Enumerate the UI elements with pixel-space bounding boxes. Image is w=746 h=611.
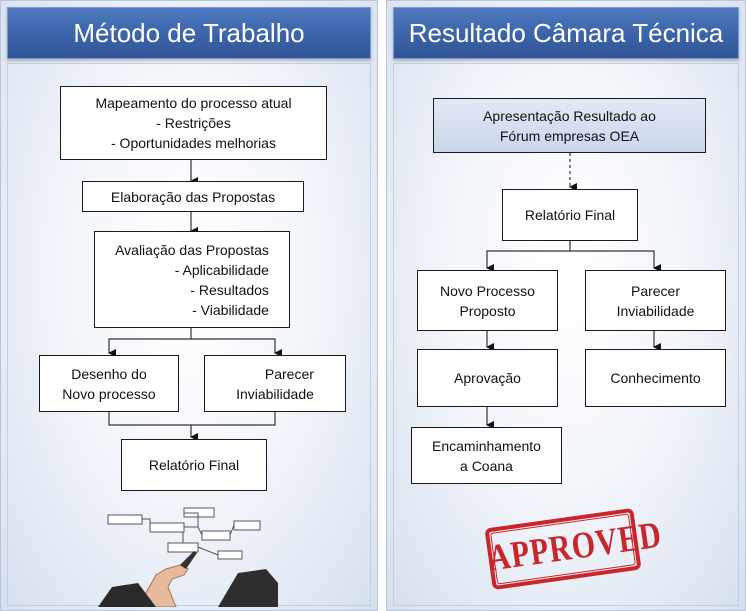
desenho-box: Desenho do Novo processo [39,355,179,412]
right-relatorio-box: Relatório Final [502,189,638,241]
apresentacao-box: Apresentação Resultado ao Fórum empresas… [433,98,706,153]
avaliacao-line1: Avaliação das Propostas [115,241,269,258]
novo-processo-box: Novo Processo Proposto [417,270,558,331]
left-parecer-line1: Parecer [264,365,314,382]
encaminhamento-line2: a Coana [460,457,513,474]
right-panel-title: Resultado Câmara Técnica [393,7,739,59]
encaminhamento-box: Encaminhamento a Coana [411,427,562,484]
novo-processo-line1: Novo Processo [440,282,535,299]
mapeamento-line3: - Oportunidades melhorias [111,135,276,151]
right-panel-frame [393,63,739,606]
right-relatorio-label: Relatório Final [524,207,616,223]
novo-processo-line2: Proposto [459,302,516,319]
left-parecer-line2: Inviabilidade [236,385,314,402]
left-relatorio-box: Relatório Final [121,439,267,491]
left-parecer-box: Parecer Inviabilidade [204,355,346,412]
right-parecer-box: Parecer Inviabilidade [585,270,726,331]
right-parecer-line2: Inviabilidade [616,302,695,319]
apresentacao-line1: Apresentação Resultado ao [483,107,656,124]
mapeamento-box: Mapeamento do processo atual - Restriçõe… [60,86,327,160]
left-panel-title: Método de Trabalho [7,7,371,59]
right-parecer-line1: Parecer [630,282,681,299]
desenho-line2: Novo processo [62,385,156,402]
avaliacao-box: Avaliação das Propostas - Aplicabilidade… [94,231,290,328]
elaboracao-label: Elaboração das Propostas [110,188,276,205]
conhecimento-box: Conhecimento [585,349,726,407]
mapeamento-line1: Mapeamento do processo atual [95,95,292,111]
avaliacao-line2: - Aplicabilidade [174,261,269,278]
desenho-line1: Desenho do [71,365,147,382]
hand-drawing-flowchart-icon [98,507,278,607]
elaboracao-box: Elaboração das Propostas [82,181,304,212]
aprovacao-label: Aprovação [454,370,521,386]
aprovacao-box: Aprovação [417,349,558,407]
encaminhamento-line1: Encaminhamento [432,437,541,454]
conhecimento-label: Conhecimento [610,370,701,386]
apresentacao-line2: Fórum empresas OEA [499,127,640,144]
avaliacao-line3: - Resultados [190,281,269,298]
left-panel-frame [7,63,371,606]
mapeamento-line2: - Restrições [156,115,231,131]
left-relatorio-label: Relatório Final [148,457,240,473]
avaliacao-line4: - Viabilidade [192,301,269,318]
